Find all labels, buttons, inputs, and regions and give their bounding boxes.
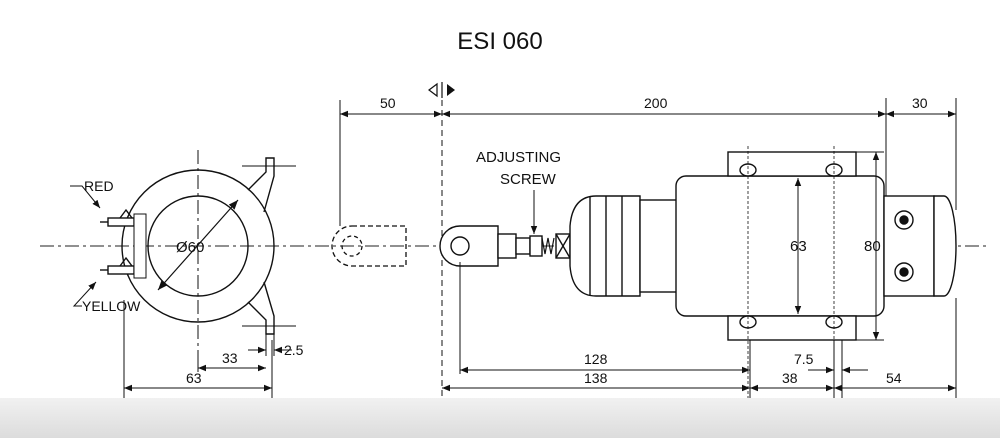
dim-200: 200 — [644, 95, 668, 111]
drawing-title: ESI 060 — [457, 28, 543, 55]
diameter-label: Ø60 — [176, 239, 204, 256]
travel-direction-icon — [428, 82, 455, 98]
dim-38: 38 — [782, 370, 798, 386]
dim-63-width: 63 — [186, 370, 202, 386]
adjusting-spring — [541, 237, 555, 255]
dim-63-height: 63 — [790, 238, 807, 255]
dim-7-5: 7.5 — [794, 351, 814, 367]
solenoid-side-view — [439, 151, 957, 341]
screw-label: SCREW — [500, 171, 557, 188]
dim-54: 54 — [886, 370, 902, 386]
dim-128: 128 — [584, 351, 608, 367]
yellow-wire-label: YELLOW — [82, 298, 141, 314]
plunger-eye-detached — [331, 100, 407, 267]
dim-80: 80 — [864, 238, 881, 255]
dim-33: 33 — [222, 350, 238, 366]
dim-2-5: 2.5 — [284, 342, 304, 358]
yellow-leader — [72, 281, 97, 307]
dim-30: 30 — [912, 95, 928, 111]
red-wire-label: RED — [84, 178, 114, 194]
bottom-band — [0, 398, 1000, 438]
red-leader — [70, 185, 101, 209]
end-view — [100, 150, 296, 356]
dim-50: 50 — [380, 95, 396, 111]
adjusting-label: ADJUSTING — [476, 149, 561, 166]
dim-138: 138 — [584, 370, 608, 386]
